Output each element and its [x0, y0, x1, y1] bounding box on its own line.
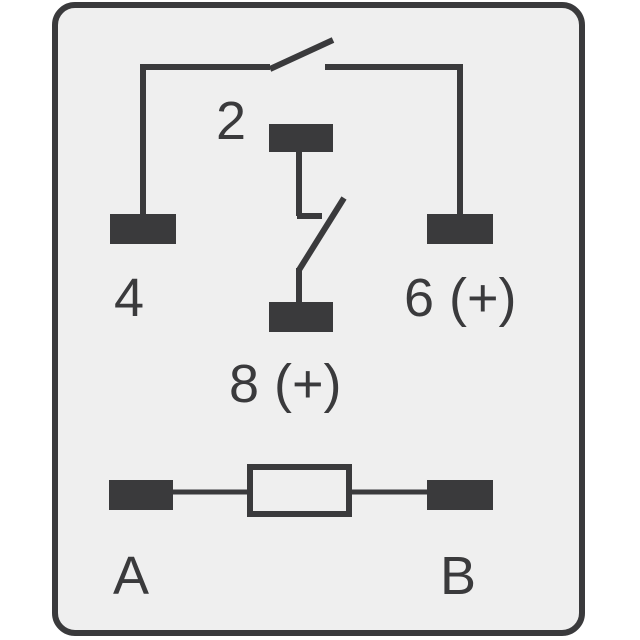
pin-8-pad [269, 302, 333, 332]
coil-resistor [247, 464, 352, 517]
wire-pin4-to-switch [140, 64, 270, 216]
pin-2-pad [269, 124, 333, 152]
switch-blade-nc [296, 196, 347, 272]
pin-2-label: 2 [216, 91, 246, 151]
wire-switch-to-pin6 [325, 64, 463, 216]
switch-blade-no [268, 37, 335, 72]
pin-4-label: 4 [114, 268, 144, 328]
pin-6-pad [427, 214, 493, 244]
pin-8-label: 8 (+) [229, 354, 342, 414]
pin-6-label: 6 (+) [404, 268, 517, 328]
coil-a-label: A [113, 546, 149, 606]
coil-a-pad [109, 480, 173, 510]
coil-b-pad [427, 480, 493, 510]
pin-4-pad [110, 214, 176, 244]
coil-b-label: B [440, 546, 476, 606]
